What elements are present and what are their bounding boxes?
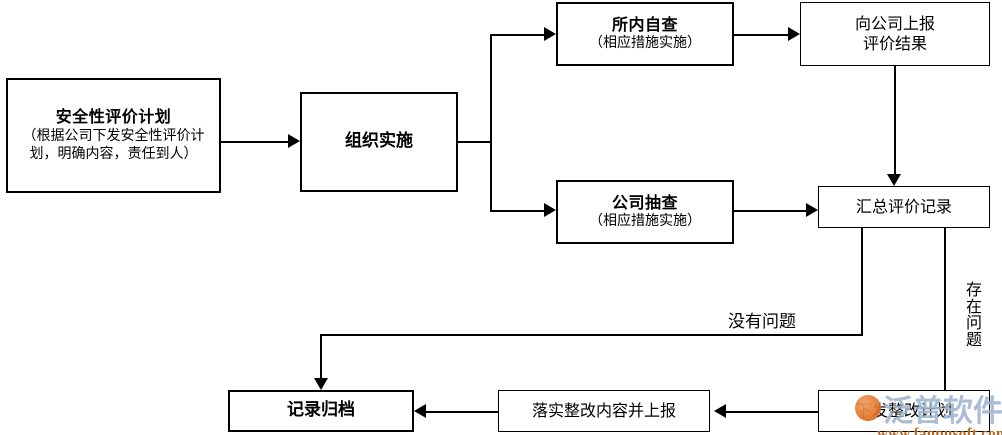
node-summarize[interactable]: 汇总评价记录 — [818, 186, 990, 228]
edge-no-problem-down2 — [320, 334, 322, 378]
node-implement-rectify[interactable]: 落实整改内容并上报 — [498, 390, 710, 432]
node-self-check[interactable]: 所内自查 （相应措施实施） — [556, 2, 734, 66]
node-implement-rectify-title: 落实整改内容并上报 — [531, 400, 676, 420]
arrowhead-no-problem-to-archive — [314, 378, 328, 390]
edge-spot-check-to-summarize — [734, 210, 806, 212]
edge-no-problem-down1 — [861, 228, 863, 336]
node-plan-subtitle: （根据公司下发安全性评价计划，明确内容，责任到人） — [22, 127, 205, 162]
edge-to-company-spot-check — [490, 210, 544, 212]
node-archive-title: 记录归档 — [287, 400, 355, 421]
node-archive[interactable]: 记录归档 — [228, 390, 414, 432]
node-company-spot-check-subtitle: （相应措施实施） — [589, 213, 701, 230]
arrowhead-issue-to-implement — [714, 404, 726, 418]
node-company-spot-check[interactable]: 公司抽查 （相应措施实施） — [556, 180, 734, 244]
arrowhead-spot-check-to-summarize — [806, 203, 818, 217]
node-summarize-title: 汇总评价记录 — [855, 196, 952, 216]
arrowhead-plan-to-organize — [288, 134, 300, 148]
node-self-check-title: 所内自查 — [611, 14, 678, 34]
edge-label-no-problem: 没有问题 — [728, 312, 796, 332]
edge-issue-to-implement — [726, 411, 818, 413]
node-issue-rectify-plan-title: 下发整改计划 — [855, 400, 952, 420]
node-self-check-subtitle: （相应措施实施） — [589, 35, 701, 52]
node-report-result-title: 向公司上报 — [854, 13, 935, 33]
edge-plan-to-organize — [221, 141, 288, 143]
edge-has-problem-down — [944, 228, 946, 390]
arrowhead-report-to-summarize — [887, 174, 901, 186]
node-plan-title: 安全性评价计划 — [55, 107, 172, 127]
arrowhead-to-company-spot-check — [544, 203, 556, 217]
edge-report-to-summarize — [894, 66, 896, 174]
node-issue-rectify-plan[interactable]: 下发整改计划 — [818, 390, 990, 432]
node-organize[interactable]: 组织实施 — [300, 92, 458, 192]
edge-label-has-problem: 存在问题 — [966, 280, 983, 349]
node-plan[interactable]: 安全性评价计划 （根据公司下发安全性评价计划，明确内容，责任到人） — [6, 78, 221, 193]
node-company-spot-check-title: 公司抽查 — [611, 192, 678, 212]
edge-organize-stub — [458, 141, 490, 143]
edge-no-problem-left — [320, 334, 863, 336]
arrowhead-to-self-check — [544, 27, 556, 41]
edge-to-self-check — [490, 34, 544, 36]
edge-self-check-to-report — [734, 34, 788, 36]
node-report-result[interactable]: 向公司上报 评价结果 — [800, 2, 990, 66]
arrowhead-implement-to-archive — [414, 404, 426, 418]
arrowhead-self-check-to-report — [788, 27, 800, 41]
edge-split-trunk — [490, 34, 492, 211]
node-report-result-subtitle: 评价结果 — [862, 34, 927, 53]
edge-implement-to-archive — [426, 411, 498, 413]
node-organize-title: 组织实施 — [345, 131, 413, 152]
